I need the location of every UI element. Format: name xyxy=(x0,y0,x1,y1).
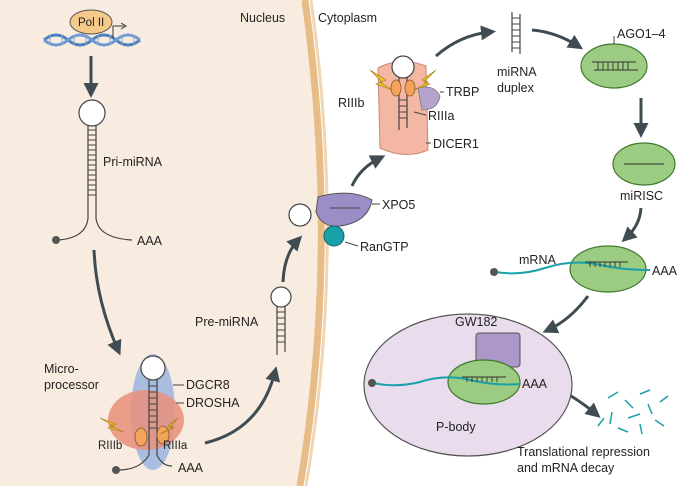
ago-complex xyxy=(580,43,648,89)
dicer-lightning-icon-2 xyxy=(413,69,437,91)
target-binding xyxy=(490,245,651,293)
pri-mirna-polya: AAA xyxy=(137,234,163,248)
pol-ii-label: Pol II xyxy=(78,17,104,29)
nuclear-membrane xyxy=(296,0,325,487)
pol-ii-enzyme xyxy=(69,9,113,35)
arrow-to-duplex xyxy=(435,25,496,58)
mirna-duplex-label-1: miRNA xyxy=(497,65,537,79)
microprocessor-label-2: processor xyxy=(44,378,99,392)
p-body-polya: AAA xyxy=(522,377,548,391)
xpo5-label: XPO5 xyxy=(382,198,415,212)
gw182-label: GW182 xyxy=(455,315,497,329)
dgcr8-label: DGCR8 xyxy=(186,378,230,392)
arrow-to-p-body xyxy=(542,295,590,334)
dicer-riiia-label: RIIIa xyxy=(428,109,454,123)
arrow-to-dicer xyxy=(350,155,386,187)
ago-protein xyxy=(580,43,648,89)
degraded-mrna-fragments-icon xyxy=(597,389,669,435)
drosha-label: DROSHA xyxy=(186,396,240,410)
dna-helix-icon xyxy=(43,33,141,47)
pre-mirna-label: Pre-miRNA xyxy=(195,315,259,329)
target-polya: AAA xyxy=(652,264,678,278)
pri-mirna-hairpin xyxy=(52,99,133,244)
microprocessor-label-1: Micro- xyxy=(44,362,79,376)
nucleus-label: Nucleus xyxy=(240,11,285,25)
xpo5-protein xyxy=(315,192,373,227)
arrow-to-ago xyxy=(531,28,584,50)
arrow-to-export xyxy=(281,235,303,283)
ago-label: AGO1–4 xyxy=(617,27,666,41)
cleavage-lightning-icon xyxy=(99,417,125,433)
arrow-to-microprocessor xyxy=(92,249,122,356)
trbp-protein xyxy=(417,86,441,111)
xpo5-export-complex xyxy=(288,192,373,247)
dicer-lightning-icon xyxy=(369,69,393,91)
arrow-to-decay xyxy=(570,394,601,418)
rangtp-protein xyxy=(323,225,345,247)
p-body-label: P-body xyxy=(436,420,476,434)
p-body-mrna-strand xyxy=(373,376,521,387)
mirisc-label: miRISC xyxy=(620,189,663,203)
pri-mirna-label: Pri-miRNA xyxy=(103,155,163,169)
p-body xyxy=(363,313,573,457)
pre-mirna-hairpin xyxy=(270,286,292,355)
drosha-riiib-label: RIIIb xyxy=(98,440,122,452)
mirna-duplex xyxy=(511,12,521,54)
outcome-label-1: Translational repression xyxy=(517,445,650,459)
outcome-label-2: and mRNA decay xyxy=(517,461,615,475)
microprocessor-polya: AAA xyxy=(178,461,204,475)
arrow-to-pre-mirna xyxy=(204,366,281,445)
rangtp-label: RanGTP xyxy=(360,240,409,254)
mirisc-complex xyxy=(612,142,676,186)
dicer1-label: DICER1 xyxy=(433,137,479,151)
trbp-label: TRBP xyxy=(446,85,479,99)
nucleus-region xyxy=(0,0,322,486)
dicer1-complex xyxy=(369,55,441,155)
drosha-riiia-label: RIIIa xyxy=(163,440,188,452)
microprocessor-complex xyxy=(99,354,184,474)
target-mrna-strand xyxy=(495,261,651,275)
arrow-to-target xyxy=(621,207,643,243)
mrna-label: mRNA xyxy=(519,253,556,267)
cleavage-lightning-icon-2 xyxy=(159,417,179,435)
mirna-duplex-label-2: duplex xyxy=(497,81,535,95)
transcription-start-arrow-icon xyxy=(112,25,124,38)
cytoplasm-label: Cytoplasm xyxy=(318,11,377,25)
dicer-riiib-label: RIIIb xyxy=(338,96,364,110)
